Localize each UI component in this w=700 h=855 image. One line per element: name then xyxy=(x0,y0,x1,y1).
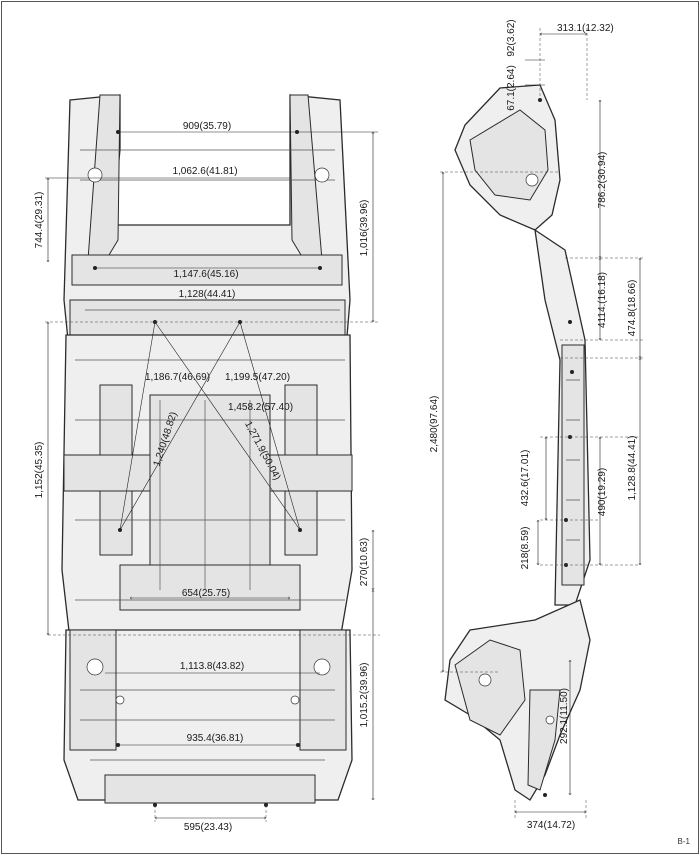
page-number: B-1 xyxy=(678,837,691,846)
dim-1062: 1,062.6(41.81) xyxy=(172,166,237,177)
dim-490: 490(19.29) xyxy=(597,468,608,516)
dim-1016: 1,016(39.96) xyxy=(359,200,370,257)
dim-1199: 1,199.5(47.20) xyxy=(225,372,290,383)
dim-1186: 1,186.7(46.69) xyxy=(145,372,210,383)
dim-595: 595(23.43) xyxy=(184,822,232,833)
dim-292: 292.1(11.50) xyxy=(559,688,570,744)
dim-935: 935.4(36.81) xyxy=(187,733,244,744)
dim-313: 313.1(12.32) xyxy=(557,23,614,34)
dim-1113: 1,113.8(43.82) xyxy=(180,661,244,672)
dim-67: 67.1(2.64) xyxy=(506,65,517,111)
dim-1128: 1,128(44.41) xyxy=(179,289,236,300)
dim-218: 218(8.59) xyxy=(520,527,531,570)
dim-654: 654(25.75) xyxy=(182,588,230,599)
underbody-bottom-view: 909(35.79) 1,062.6(41.81) 744.4(29.31) 1… xyxy=(34,94,380,833)
dim-270: 270(10.63) xyxy=(359,538,370,586)
dim-1152: 1,152(45.35) xyxy=(34,442,45,499)
dim-1015: 1,015.2(39.96) xyxy=(359,662,370,727)
underbody-side-view: 313.1(12.32) 92(3.62) 67.1(2.64) 786.2(3… xyxy=(429,19,645,831)
dim-2480: 2,480(97.64) xyxy=(429,396,440,453)
dim-1128b: 1,128.8(44.41) xyxy=(627,435,638,500)
dim-744: 744.4(29.31) xyxy=(34,192,45,249)
dim-1458: 1,458.2(57.40) xyxy=(228,402,293,413)
dim-374: 374(14.72) xyxy=(527,820,575,831)
dim-909: 909(35.79) xyxy=(183,121,231,132)
dim-92: 92(3.62) xyxy=(506,19,517,56)
dim-786: 786.2(30.94) xyxy=(597,152,608,209)
dim-1147: 1,147.6(45.16) xyxy=(173,269,238,280)
dim-432: 432.6(17.01) xyxy=(520,450,531,507)
dim-411: 4114.(16.18) xyxy=(597,272,608,328)
dim-474: 474.8(18.66) xyxy=(627,280,638,337)
